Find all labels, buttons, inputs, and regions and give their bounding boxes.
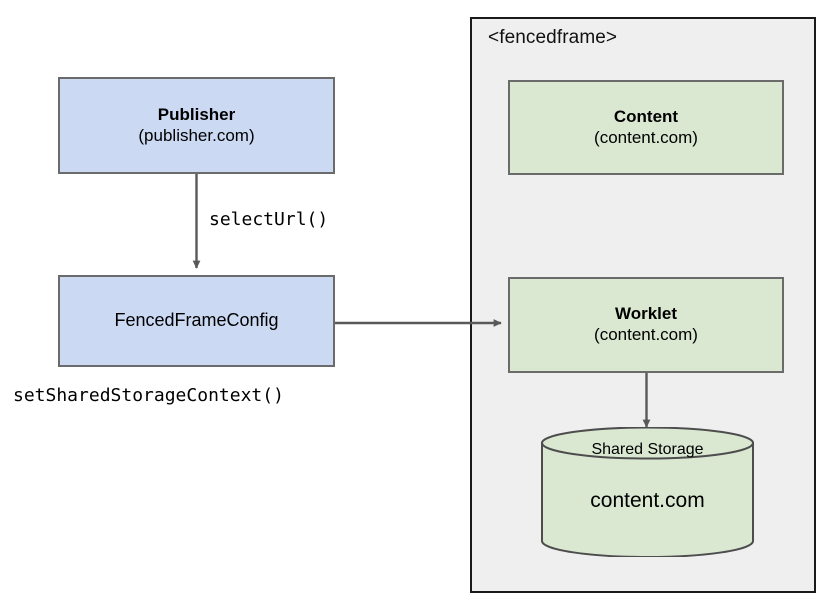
annotation-set-shared-storage-context: setSharedStorageContext() [13,385,284,406]
node-fencedframeconfig: FencedFrameConfig [58,275,335,367]
node-content-title: Content [613,106,679,126]
node-fencedframeconfig-title: FencedFrameConfig [114,310,279,331]
node-publisher-title: Publisher [157,104,236,124]
node-content: Content (content.com) [508,80,784,175]
node-worklet: Worklet (content.com) [508,277,784,373]
cylinder-shape [541,426,754,558]
fencedframe-label: <fencedframe> [488,27,618,48]
edge-label-selecturl: selectUrl() [209,209,329,230]
node-worklet-title: Worklet [614,304,678,324]
node-shared-storage: Shared Storage content.com [541,426,754,558]
node-publisher-subtitle: (publisher.com) [138,125,255,145]
node-publisher: Publisher (publisher.com) [58,77,335,174]
shared-storage-title: Shared Storage [591,441,704,458]
shared-storage-value: content.com [590,489,705,512]
node-worklet-subtitle: (content.com) [594,325,698,344]
node-content-subtitle: (content.com) [594,127,698,147]
